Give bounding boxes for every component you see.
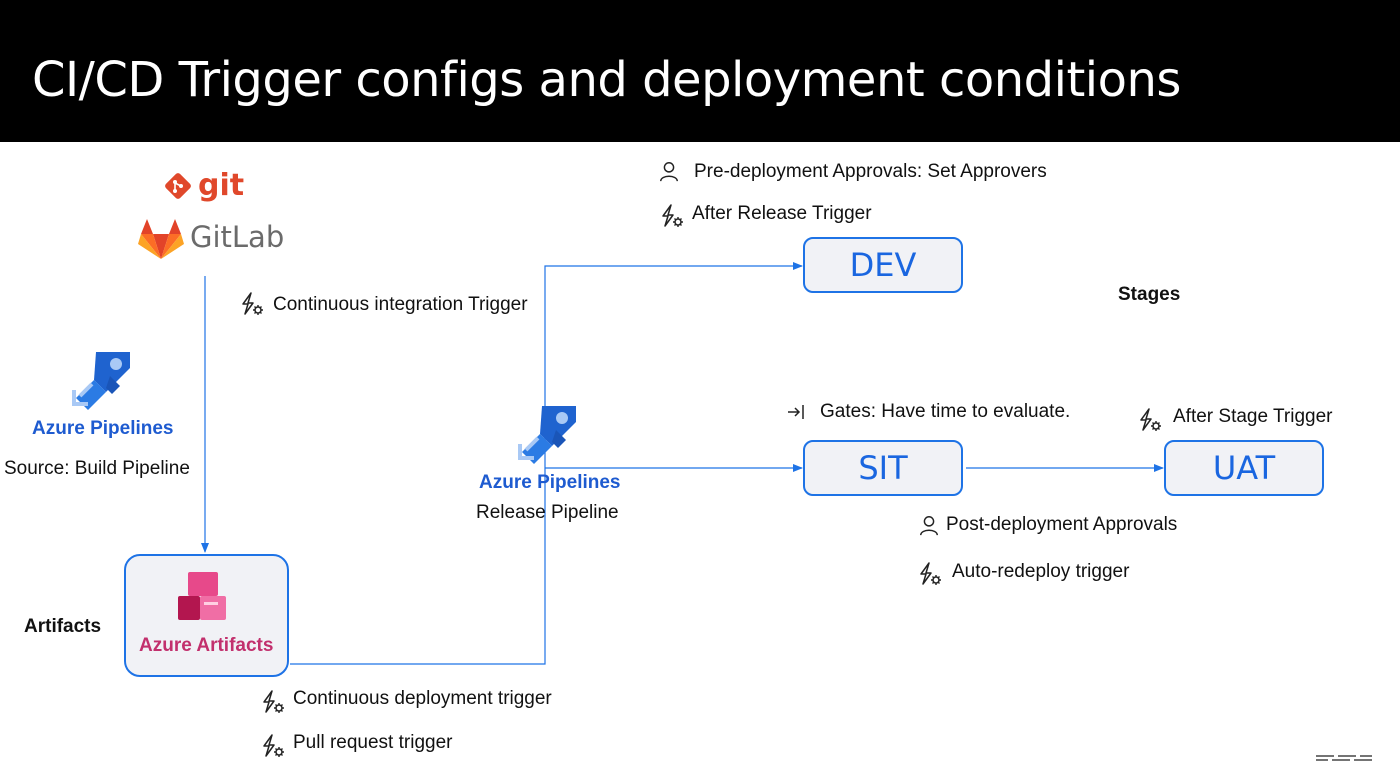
page-title: CI/CD Trigger configs and deployment con… xyxy=(32,52,1181,108)
after-release-trigger-label: After Release Trigger xyxy=(692,203,872,224)
auto-redeploy-trigger-icon xyxy=(918,562,942,586)
gitlab-logo-icon xyxy=(138,219,184,259)
approver-person-icon xyxy=(658,160,680,182)
stage-uat[interactable]: UAT xyxy=(1164,440,1324,496)
stages-label: Stages xyxy=(1118,284,1181,305)
release-pipelines-brand: Azure Pipelines xyxy=(479,472,621,493)
artifacts-box[interactable]: Azure Artifacts xyxy=(124,554,289,677)
post-approver-person-icon xyxy=(918,514,940,536)
artifacts-brand: Azure Artifacts xyxy=(139,635,274,656)
pr-trigger-icon xyxy=(261,734,285,758)
connector-artifacts-to-release xyxy=(290,470,546,665)
pr-trigger-label: Pull request trigger xyxy=(293,732,453,753)
stage-dev[interactable]: DEV xyxy=(803,237,963,293)
artifacts-label: Artifacts xyxy=(24,616,102,637)
post-deployment-approvals-label: Post-deployment Approvals xyxy=(946,514,1178,535)
git-logo-icon xyxy=(165,173,191,199)
gates-icon xyxy=(788,405,804,419)
ci-trigger-icon xyxy=(240,292,264,316)
release-pipeline-caption: Release Pipeline xyxy=(476,502,619,523)
title-bar: CI/CD Trigger configs and deployment con… xyxy=(0,0,1400,142)
connector-release-to-dev xyxy=(544,262,803,470)
footer-mark-icon xyxy=(1316,755,1372,761)
azure-pipelines-build-icon xyxy=(70,346,134,410)
build-pipeline-caption: Source: Build Pipeline xyxy=(4,458,190,479)
after-release-trigger-icon xyxy=(660,204,684,228)
gates-label: Gates: Have time to evaluate. xyxy=(820,401,1071,422)
ci-trigger-label: Continuous integration Trigger xyxy=(273,294,528,315)
stage-sit[interactable]: SIT xyxy=(803,440,963,496)
azure-pipelines-release-icon xyxy=(516,400,580,464)
build-pipelines-brand: Azure Pipelines xyxy=(32,418,174,439)
git-label: git xyxy=(198,168,245,203)
cd-trigger-icon xyxy=(261,690,285,714)
after-stage-trigger-label: After Stage Trigger xyxy=(1173,406,1333,427)
cd-trigger-label: Continuous deployment trigger xyxy=(293,688,552,709)
azure-artifacts-icon xyxy=(178,572,226,620)
gitlab-label: GitLab xyxy=(190,220,285,254)
auto-redeploy-trigger-label: Auto-redeploy trigger xyxy=(952,561,1130,582)
pre-deployment-approvals-label: Pre-deployment Approvals: Set Approvers xyxy=(694,161,1047,182)
after-stage-trigger-icon xyxy=(1138,408,1162,432)
